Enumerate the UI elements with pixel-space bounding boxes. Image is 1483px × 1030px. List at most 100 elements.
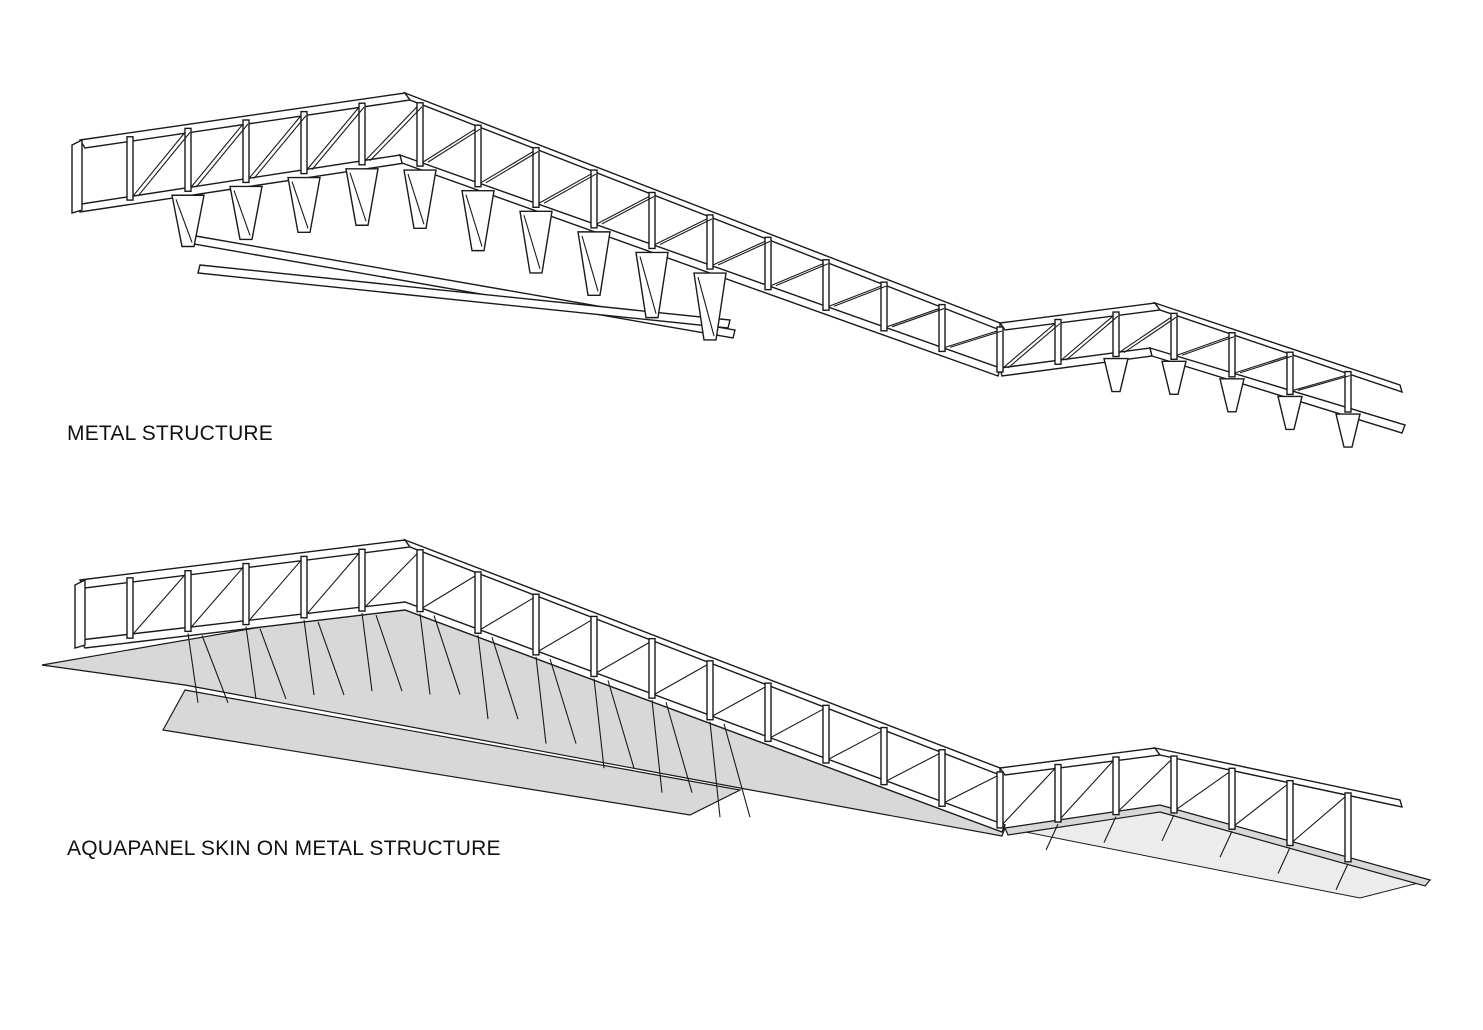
truss-diagonal (195, 123, 249, 188)
truss-hanger-brace (233, 190, 251, 236)
skin-truss-post (416, 549, 424, 613)
truss-hanger-brace (175, 199, 193, 243)
skin-truss-diagonal (248, 560, 302, 621)
truss-diagonal (422, 128, 476, 163)
soffit-rib-edge (433, 615, 461, 695)
truss-diagonal (190, 123, 244, 188)
truss-diagonal (1118, 316, 1172, 353)
skin-truss-diagonal (1002, 768, 1056, 825)
truss-diagonal (659, 218, 713, 245)
skin-truss-post (242, 562, 250, 626)
skin-truss-diagonal (190, 567, 244, 628)
truss-diagonal (717, 240, 771, 266)
truss-hanger-brace (291, 181, 309, 229)
skin-truss-diagonal (538, 619, 592, 652)
truss-hanger (1277, 395, 1303, 431)
soffit-rib (709, 721, 721, 818)
end-post-left (71, 138, 83, 214)
truss-post (126, 136, 134, 201)
bottom-chord-end (1149, 346, 1406, 434)
truss-diagonal (833, 285, 887, 307)
skin-truss-diagonals (132, 552, 1346, 842)
soffit-rib (419, 613, 431, 695)
soffit-rib (477, 635, 489, 720)
truss-diagonal (654, 218, 708, 245)
skin-truss-post (300, 555, 308, 619)
skin-truss-diagonal (480, 597, 534, 630)
soffit-rib (1277, 847, 1291, 874)
skin-truss-post (532, 593, 540, 656)
truss-post (880, 281, 888, 332)
truss-diagonal (891, 308, 945, 328)
truss-post (938, 303, 946, 353)
truss-hanger (345, 168, 379, 226)
truss-diagonals (132, 106, 1351, 391)
truss-diagonal (712, 240, 766, 266)
truss-diagonal (543, 173, 597, 204)
skin-truss-post (822, 704, 830, 764)
caption-metal-structure: METAL STRUCTURE (67, 422, 274, 445)
truss-hanger (577, 231, 611, 296)
truss-hanger-brace (349, 172, 367, 222)
skin-top-rail-lower (998, 747, 1162, 776)
skin-truss-post (1170, 755, 1178, 814)
truss-diagonal (369, 106, 423, 162)
soffit-rib-edge (375, 614, 403, 692)
skin-truss-verticals (126, 548, 1352, 863)
truss-hanger-brace (465, 194, 483, 247)
truss-diagonal (1292, 375, 1346, 391)
skin-truss-post (1054, 763, 1062, 823)
skin-truss-post (938, 749, 946, 807)
metal-structure-drawing (71, 91, 1406, 448)
truss-post (300, 110, 308, 175)
top-rail-lower (998, 302, 1162, 331)
truss-diagonal (1239, 355, 1293, 374)
skin-truss-post (126, 577, 134, 639)
truss-post (648, 191, 656, 250)
underside-skin-panel (162, 689, 742, 816)
soffit-rib-edge (317, 621, 345, 696)
skin-end-post-left (74, 578, 86, 649)
truss-post (590, 169, 598, 229)
truss-diagonal (828, 285, 882, 307)
skin-truss-post (1286, 779, 1294, 847)
truss-diagonal (770, 263, 824, 287)
truss-post (1112, 311, 1120, 358)
truss-hanger (403, 169, 437, 230)
top-rail-end (1153, 301, 1404, 394)
truss-post (764, 236, 772, 291)
truss-diagonal (538, 173, 592, 204)
truss-post (358, 102, 366, 166)
bottom-chord-main (399, 153, 1001, 377)
skin-truss-diagonal (828, 731, 882, 760)
soffit-rib (1161, 814, 1175, 842)
skin-truss-post (648, 637, 656, 699)
truss-diagonal (1297, 375, 1351, 391)
skin-truss-diagonal (596, 642, 650, 673)
skin-truss-diagonal (364, 553, 418, 608)
truss-diagonal (944, 330, 998, 348)
truss-hanger (287, 176, 321, 234)
truss-hanger-brace (581, 235, 599, 292)
truss-diagonal (886, 308, 940, 328)
soffit-rib (1335, 863, 1349, 891)
truss-diagonal (480, 151, 534, 184)
skin-truss-diagonal (1118, 759, 1172, 811)
truss-post (242, 119, 250, 184)
skin-truss-post (184, 570, 192, 633)
truss-post (1286, 351, 1294, 396)
soffit-rib (651, 700, 663, 793)
truss-hanger (1103, 357, 1129, 393)
truss-diagonal (1123, 316, 1177, 353)
skin-truss-diagonal (1176, 771, 1230, 810)
truss-diagonal (137, 132, 191, 197)
truss-post (1344, 370, 1352, 413)
skin-truss-diagonal (886, 753, 940, 782)
soffit-rib-edge (723, 723, 751, 818)
truss-hanger-brace (523, 215, 541, 270)
skin-truss-post (764, 682, 772, 743)
truss-diagonal (1007, 323, 1061, 369)
truss-diagonal (1176, 336, 1230, 356)
soffit-rib (1219, 830, 1233, 858)
skin-truss-post (880, 726, 888, 786)
